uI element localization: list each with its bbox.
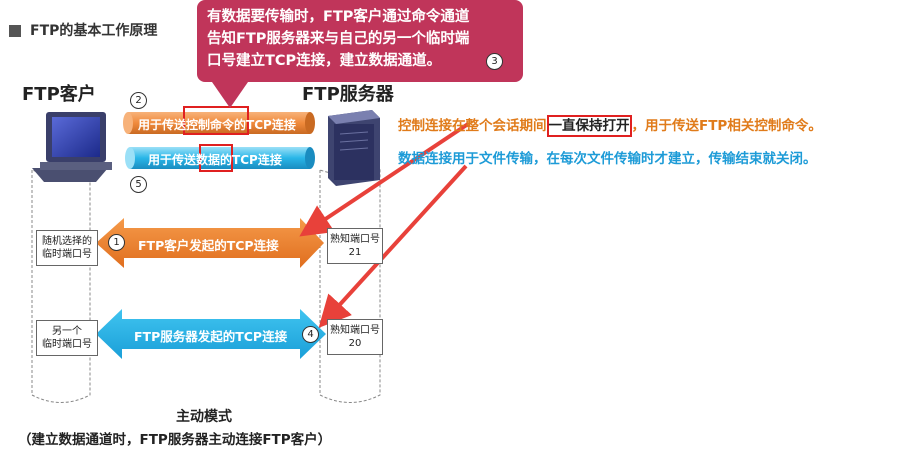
data-channel-mid: 数据	[196, 153, 221, 167]
client-port-bottom-l2: 临时端口号	[42, 339, 92, 350]
server-computer-icon	[328, 110, 380, 186]
client-port-top: 随机选择的 临时端口号	[36, 230, 98, 266]
server-initiated-label: FTP服务器发起的TCP连接	[134, 329, 288, 344]
server-port-top: 熟知端口号 21	[327, 228, 383, 264]
server-label: FTP服务器	[302, 84, 394, 105]
control-note-b: 一直保持打开	[546, 115, 632, 137]
client-initiated-arrow	[96, 218, 324, 268]
control-channel-right: 的TCP连接	[234, 118, 296, 132]
callout-line-2: 告知FTP服务器来与自己的另一个临时端	[207, 31, 470, 47]
server-port-bottom: 熟知端口号 20	[327, 319, 383, 355]
data-channel-left: 用于传送	[148, 153, 197, 167]
control-channel-pipe	[123, 112, 315, 134]
client-port-bottom: 另一个 临时端口号	[36, 320, 98, 356]
client-computer-icon	[32, 112, 112, 182]
data-channel-pipe	[125, 147, 315, 169]
title-square-icon	[9, 25, 21, 37]
control-note: 控制连接在整个会话期间一直保持打开，用于传送FTP相关控制命令。	[398, 114, 822, 137]
client-initiated-label: FTP客户发起的TCP连接	[138, 238, 279, 253]
client-label: FTP客户	[22, 84, 96, 105]
control-channel-mid: 控制命令	[186, 118, 235, 132]
control-note-c: ，用于传送FTP相关控制命令。	[631, 118, 822, 134]
data-channel-right: 的TCP连接	[220, 153, 282, 167]
control-note-a: 控制连接在整个会话期间	[398, 118, 547, 134]
caption-mode: 主动模式	[176, 409, 232, 425]
client-column	[31, 169, 91, 403]
server-port-bottom-l1: 熟知端口号	[330, 325, 380, 336]
data-channel-label: 用于传送数据的TCP连接	[148, 151, 282, 168]
highlight-data-box	[199, 144, 233, 172]
control-channel-label: 用于传送控制命令的TCP连接	[138, 116, 296, 133]
red-arrow-control	[299, 122, 470, 237]
server-initiated-arrow	[96, 309, 326, 359]
callout-box: 有数据要传输时，FTP客户通过命令通道 告知FTP服务器来与自己的另一个临时端 …	[197, 0, 523, 82]
red-arrow-data	[318, 164, 468, 328]
callout-pointer	[212, 82, 248, 108]
step-3-badge: 3	[486, 53, 503, 70]
server-port-top-l2: 21	[348, 247, 362, 258]
data-note: 数据连接用于文件传输，在每次文件传输时才建立，传输结束就关闭。	[398, 151, 817, 167]
server-port-top-l1: 熟知端口号	[330, 234, 380, 245]
client-port-bottom-l1: 另一个	[52, 326, 82, 337]
step-4-badge: 4	[302, 326, 319, 343]
step-1-badge: 1	[108, 234, 125, 251]
client-port-top-l1: 随机选择的	[42, 236, 92, 247]
step-5-badge: 5	[130, 176, 147, 193]
client-port-top-l2: 临时端口号	[42, 249, 92, 260]
callout-line-1: 有数据要传输时，FTP客户通过命令通道	[207, 9, 470, 25]
step-2-badge: 2	[130, 92, 147, 109]
page-title: FTP的基本工作原理	[30, 23, 158, 39]
callout-line-3: 口号建立TCP连接，建立数据通道。	[207, 53, 442, 69]
control-channel-left: 用于传送	[138, 118, 187, 132]
caption-detail: （建立数据通道时，FTP服务器主动连接FTP客户）	[18, 432, 332, 448]
server-port-bottom-l2: 20	[348, 338, 362, 349]
